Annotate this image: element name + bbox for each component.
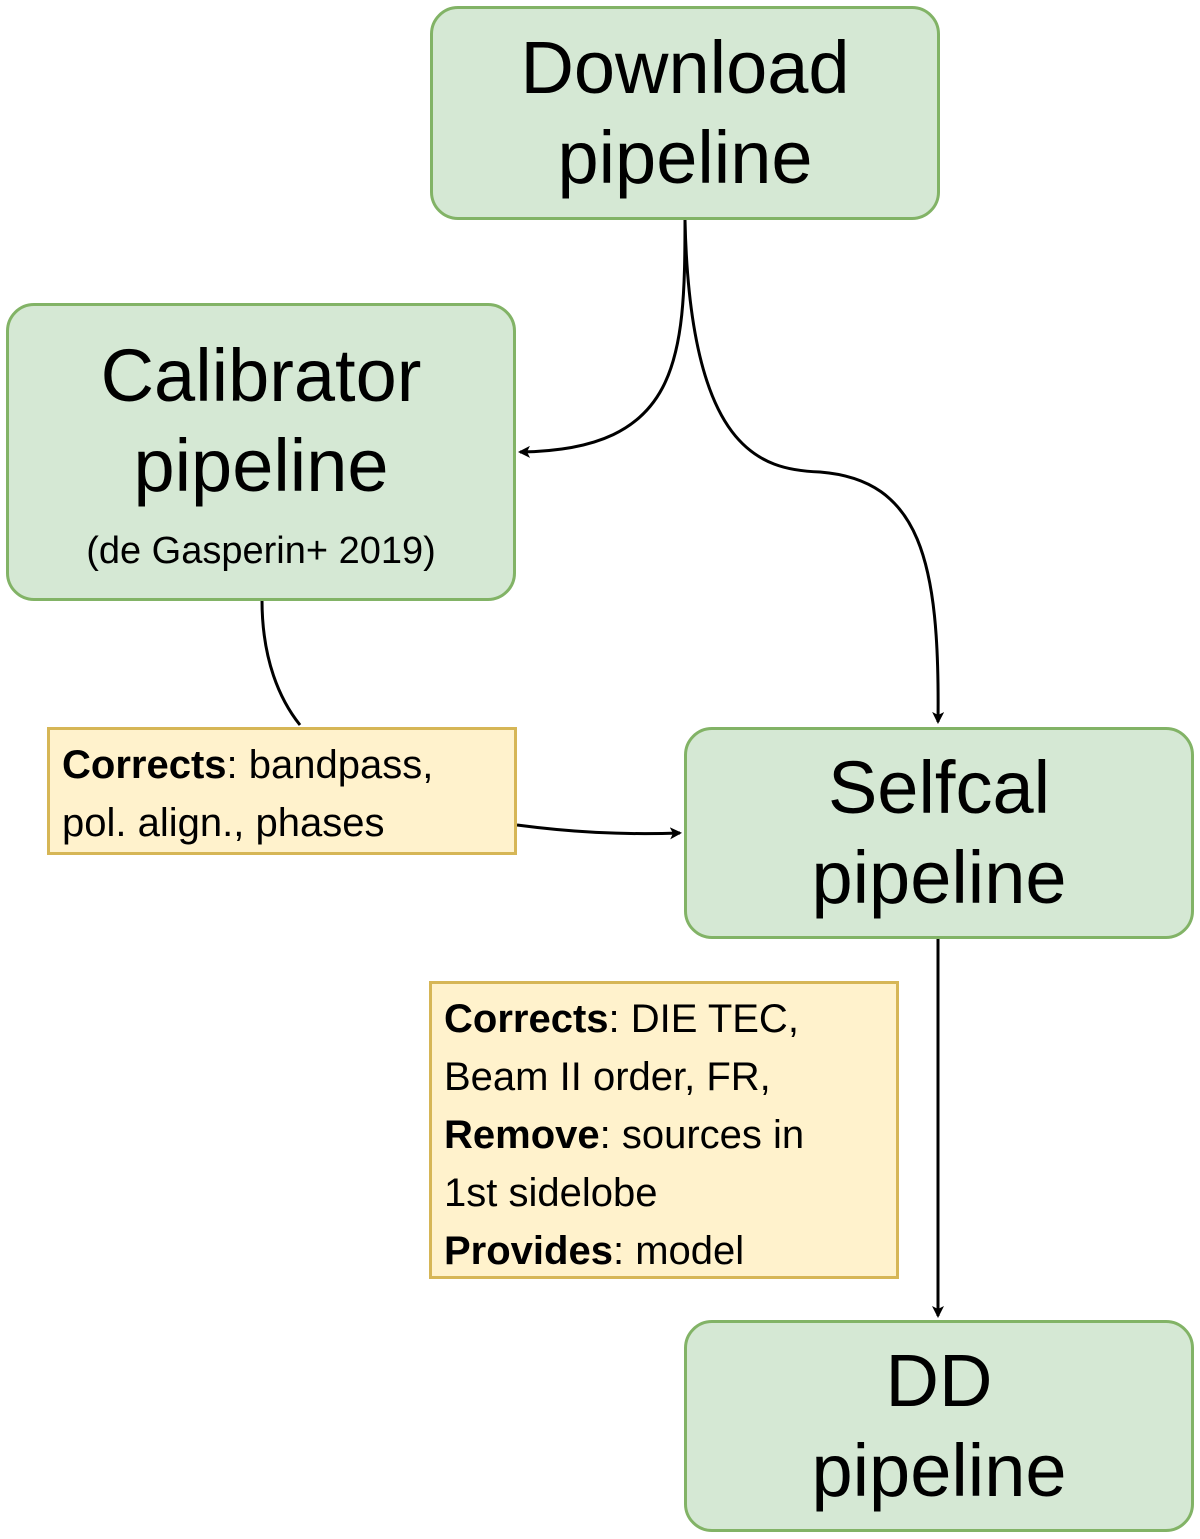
dd-pipeline-label-line1: DD — [885, 1339, 993, 1422]
calibrator-citation: (de Gasperin+ 2019) — [86, 530, 436, 572]
note-line: Provides: model — [444, 1229, 745, 1273]
edge-download-to-selfcal — [683, 219, 945, 724]
download-pipeline-label-line1: Download — [520, 26, 850, 109]
note-line: Corrects: DIE TEC, — [444, 997, 799, 1041]
edge-calibrator-to-note — [260, 599, 302, 726]
note-line: Remove: sources in — [444, 1113, 805, 1157]
calibrator-corrections-note: Corrects: bandpass, pol. align., phases — [47, 727, 517, 855]
selfcal-pipeline-node: Selfcal pipeline — [684, 727, 1194, 939]
selfcal-pipeline-label-line1: Selfcal — [827, 746, 1051, 829]
selfcal-corrections-note: Corrects: DIE TEC, Beam II order, FR, Re… — [429, 981, 899, 1279]
selfcal-pipeline-label-line2: pipeline — [811, 836, 1067, 919]
calibrator-pipeline-label-line2: pipeline — [133, 424, 389, 507]
note-line: Beam II order, FR, — [444, 1055, 771, 1099]
edge-download-to-calibrator — [518, 219, 687, 458]
note-line: pol. align., phases — [62, 801, 385, 845]
calibrator-pipeline-label-line1: Calibrator — [100, 334, 422, 417]
dd-pipeline-node: DD pipeline — [684, 1320, 1194, 1532]
note-line: 1st sidelobe — [444, 1171, 658, 1215]
download-pipeline-label-line2: pipeline — [557, 116, 813, 199]
edge-note-to-selfcal — [516, 823, 682, 840]
calibrator-pipeline-node: Calibrator pipeline (de Gasperin+ 2019) — [6, 303, 516, 601]
dd-pipeline-label-line2: pipeline — [811, 1429, 1067, 1512]
download-pipeline-node: Download pipeline — [430, 6, 940, 220]
note-line: Corrects: bandpass, — [62, 743, 434, 787]
